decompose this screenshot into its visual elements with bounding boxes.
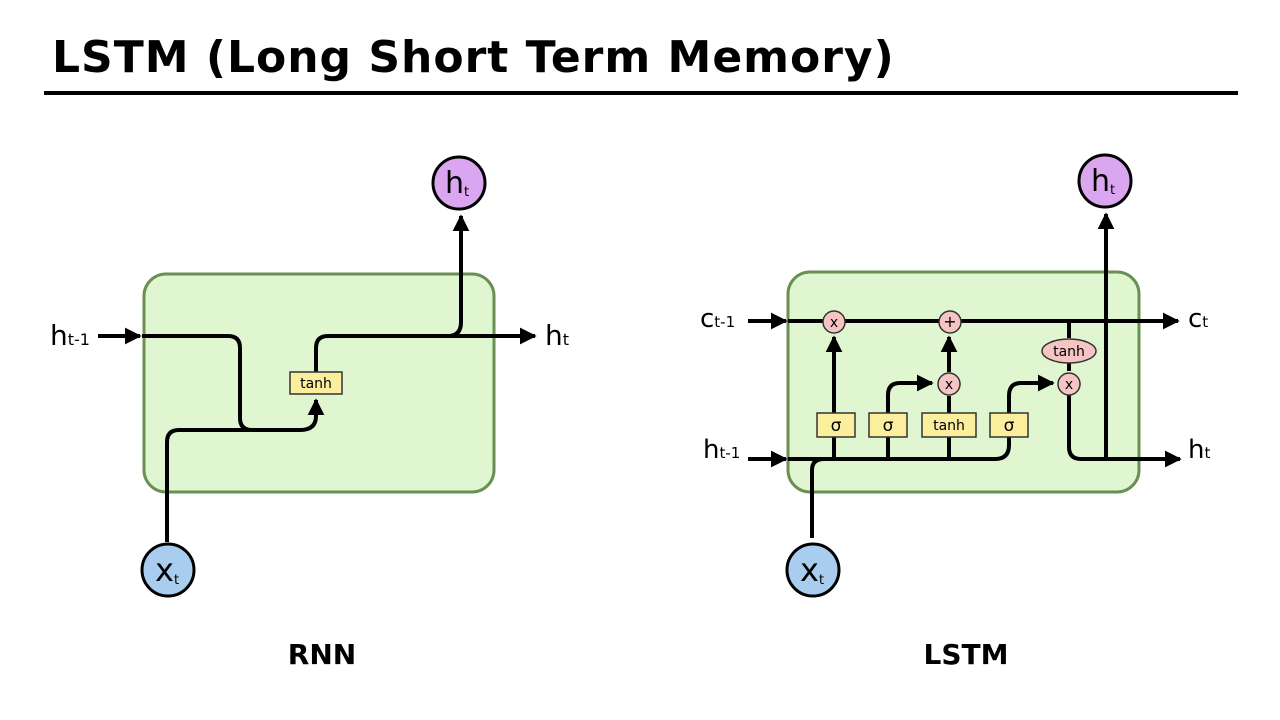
lstm-input-h-main: h bbox=[703, 435, 719, 465]
svg-text:xt: xt bbox=[155, 551, 179, 589]
output-mul-label: x bbox=[1065, 377, 1073, 393]
lstm-output-gate: σ bbox=[989, 412, 1029, 438]
svg-text:xt: xt bbox=[800, 551, 824, 589]
candidate-gate-label: tanh bbox=[933, 418, 965, 434]
lstm-output-node: ht bbox=[1077, 153, 1133, 209]
rnn-tanh-out-path bbox=[314, 327, 537, 372]
add-label: + bbox=[943, 312, 956, 331]
rnn-output-h-sub: t bbox=[563, 330, 569, 349]
rnn-hidden-path bbox=[142, 334, 325, 432]
lstm-forget-multiply: x bbox=[822, 310, 846, 334]
rnn-tanh-label: tanh bbox=[300, 376, 332, 392]
rnn-top-h-main: h bbox=[445, 166, 464, 201]
rnn-input-h-sub: t-1 bbox=[68, 330, 90, 349]
lstm-x-sub: t bbox=[819, 573, 824, 588]
lstm-input-h-label: ht-1 bbox=[703, 435, 740, 465]
cell-tanh-label: tanh bbox=[1053, 344, 1085, 360]
lstm-input-gate: σ bbox=[868, 412, 908, 438]
input-mul-label: x bbox=[945, 377, 953, 393]
rnn-tanh-block: tanh bbox=[289, 371, 343, 395]
lstm-input-c-main: c bbox=[700, 304, 714, 334]
lstm-x-main: x bbox=[800, 551, 819, 589]
svg-text:ht: ht bbox=[445, 166, 469, 201]
lstm-top-h-main: h bbox=[1091, 164, 1110, 199]
lstm-candidate-gate: tanh bbox=[921, 412, 977, 438]
lstm-cell-tanh: tanh bbox=[1041, 338, 1097, 364]
lstm-top-h-sub: t bbox=[1110, 183, 1115, 198]
rnn-input-path bbox=[165, 428, 250, 542]
lstm-forget-gate: σ bbox=[816, 412, 856, 438]
lstm-output-c-sub: t bbox=[1202, 313, 1208, 331]
lstm-output-multiply: x bbox=[1057, 372, 1081, 396]
lstm-output-h-path bbox=[1067, 395, 1182, 468]
rnn-output-h-label: ht bbox=[545, 319, 569, 352]
lstm-input-h-sub: t-1 bbox=[719, 444, 740, 462]
rnn-output-node: ht bbox=[431, 155, 487, 211]
rnn-input-h-label: ht-1 bbox=[50, 319, 90, 352]
rnn-diagram: tanh ht xt ht-1 ht RNN bbox=[50, 155, 569, 671]
rnn-caption: RNN bbox=[288, 638, 356, 671]
lstm-input-gate-out bbox=[886, 374, 934, 414]
lstm-input-c-label: ct-1 bbox=[700, 304, 735, 334]
forget-gate-label: σ bbox=[831, 416, 842, 436]
rnn-input-h-main: h bbox=[50, 319, 68, 352]
rnn-x-main: x bbox=[155, 551, 174, 589]
input-gate-label: σ bbox=[883, 416, 894, 436]
page-title: LSTM (Long Short Term Memory) bbox=[52, 32, 895, 83]
lstm-input-node: xt bbox=[785, 542, 841, 598]
rnn-up-path bbox=[447, 214, 470, 338]
lstm-add: + bbox=[938, 310, 962, 334]
lstm-hidden-bus bbox=[788, 436, 1011, 461]
lstm-output-h-label: ht bbox=[1188, 435, 1210, 465]
svg-text:ht: ht bbox=[1091, 164, 1115, 199]
lstm-output-c-main: c bbox=[1188, 304, 1202, 334]
rnn-input-node: xt bbox=[140, 542, 196, 598]
lstm-diagram: σ σ tanh σ x + x x bbox=[700, 153, 1210, 671]
output-gate-label: σ bbox=[1004, 416, 1015, 436]
lstm-input-multiply: x bbox=[937, 372, 961, 396]
lstm-input-path bbox=[810, 457, 825, 538]
title-underline bbox=[44, 91, 1238, 95]
lstm-output-h-main: h bbox=[1188, 435, 1204, 465]
lstm-output-c-label: ct bbox=[1188, 304, 1208, 334]
lstm-input-c-sub: t-1 bbox=[714, 313, 735, 331]
lstm-output-h-sub: t bbox=[1204, 444, 1210, 462]
lstm-caption: LSTM bbox=[924, 638, 1009, 671]
rnn-x-sub: t bbox=[174, 573, 179, 588]
forget-mul-label: x bbox=[830, 315, 838, 331]
rnn-top-h-sub: t bbox=[464, 185, 469, 200]
rnn-output-h-main: h bbox=[545, 319, 563, 352]
lstm-output-gate-out bbox=[1007, 374, 1055, 414]
